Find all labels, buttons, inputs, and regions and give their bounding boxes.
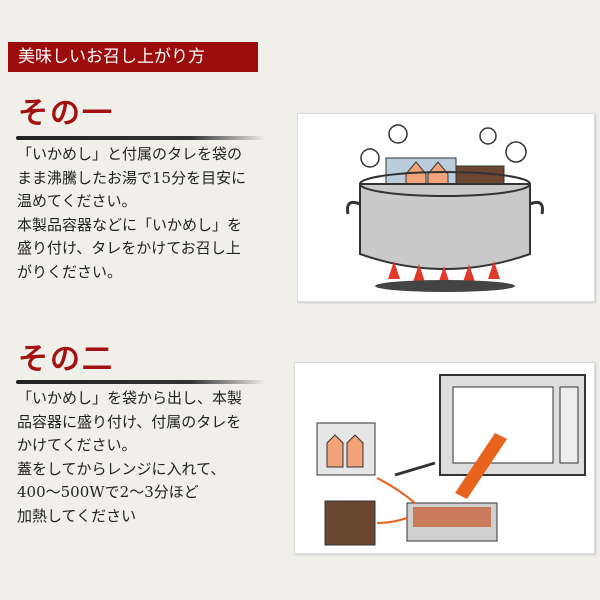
text-line: がりください。	[17, 262, 123, 281]
text-line: 加熱してください	[17, 506, 137, 525]
step1-text: 「いかめし」と付属のタレを袋の まま沸騰したお湯で15分を目安に 温めてください…	[17, 143, 292, 284]
step2-text: 「いかめし」を袋から出し、本製 品容器に盛り付け、付属のタレを かけてください。…	[17, 387, 292, 528]
text-line: かけてください。	[17, 436, 137, 454]
text-line: 盛り付け、タレをかけてお召し上	[17, 239, 241, 257]
step1-heading: その一	[18, 96, 114, 131]
text-line: 品容器に盛り付け、付属のタレを	[17, 412, 242, 431]
text-line: 「いかめし」と付属のタレを袋の	[17, 145, 243, 163]
boiling-pot-illustration	[297, 113, 595, 302]
step2-heading: その二	[18, 342, 114, 377]
brush-divider	[16, 380, 266, 384]
text-line: 本製品容器などに「いかめし」を	[17, 215, 243, 234]
brush-divider	[16, 136, 266, 140]
text-line: 400〜500Wで2〜3分ほど	[17, 483, 199, 501]
text-line: 「いかめし」を袋から出し、本製	[17, 389, 243, 407]
microwave-illustration	[294, 362, 595, 554]
text-line: まま沸騰したお湯で15分を目安に	[17, 168, 247, 187]
text-line: 温めてください。	[17, 192, 137, 210]
section-banner: 美味しいお召し上がり方	[8, 42, 258, 72]
text-line: 蓋をしてからレンジに入れて、	[17, 459, 226, 478]
